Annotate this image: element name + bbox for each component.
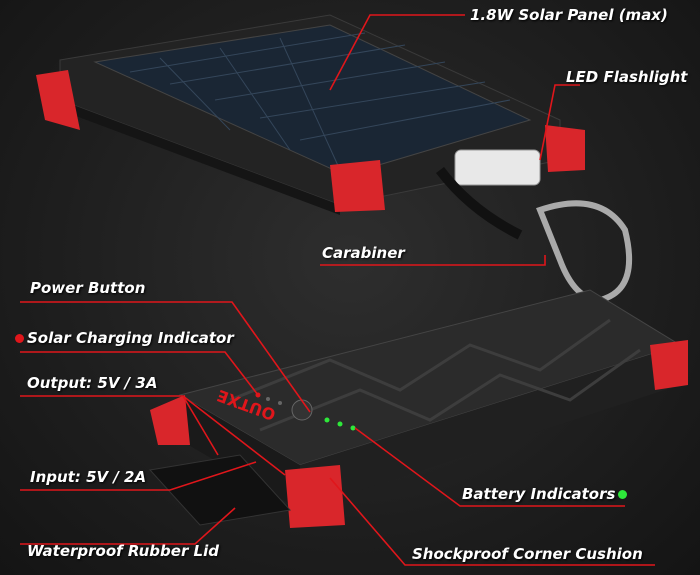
callout-output: Output: 5V / 3A bbox=[27, 374, 158, 392]
rubber-lid bbox=[149, 454, 291, 526]
led-flashlight bbox=[454, 149, 541, 186]
callout-battery-indicators: Battery Indicators bbox=[462, 485, 630, 503]
solar-panel bbox=[93, 24, 532, 176]
corner-cushion bbox=[285, 465, 345, 528]
callout-waterproof-lid: Waterproof Rubber Lid bbox=[27, 542, 219, 560]
red-indicator-dot bbox=[15, 334, 24, 343]
corner-cushion bbox=[650, 340, 688, 390]
callout-shockproof-corner: Shockproof Corner Cushion bbox=[412, 545, 643, 563]
corner-cushion bbox=[545, 125, 585, 172]
callout-led-flashlight: LED Flashlight bbox=[566, 68, 688, 86]
callout-carabiner: Carabiner bbox=[322, 244, 405, 262]
carabiner bbox=[536, 200, 633, 304]
callout-solar-panel: 1.8W Solar Panel (max) bbox=[470, 6, 668, 24]
green-indicator-dot bbox=[618, 490, 628, 499]
corner-cushion bbox=[330, 160, 385, 212]
power-bank-bottom: OUTXE bbox=[149, 289, 688, 528]
corner-cushion bbox=[150, 395, 190, 445]
callout-battery-indicators-text: Battery Indicators bbox=[462, 485, 616, 503]
callout-input: Input: 5V / 2A bbox=[30, 468, 147, 486]
solar-power-bank-top bbox=[36, 14, 633, 304]
callout-solar-charging-indicator-text: Solar Charging Indicator bbox=[27, 329, 234, 347]
corner-cushion bbox=[36, 70, 80, 130]
callout-solar-charging-indicator: Solar Charging Indicator bbox=[12, 329, 234, 347]
callout-power-button: Power Button bbox=[30, 279, 146, 297]
callout-lines bbox=[20, 14, 655, 566]
